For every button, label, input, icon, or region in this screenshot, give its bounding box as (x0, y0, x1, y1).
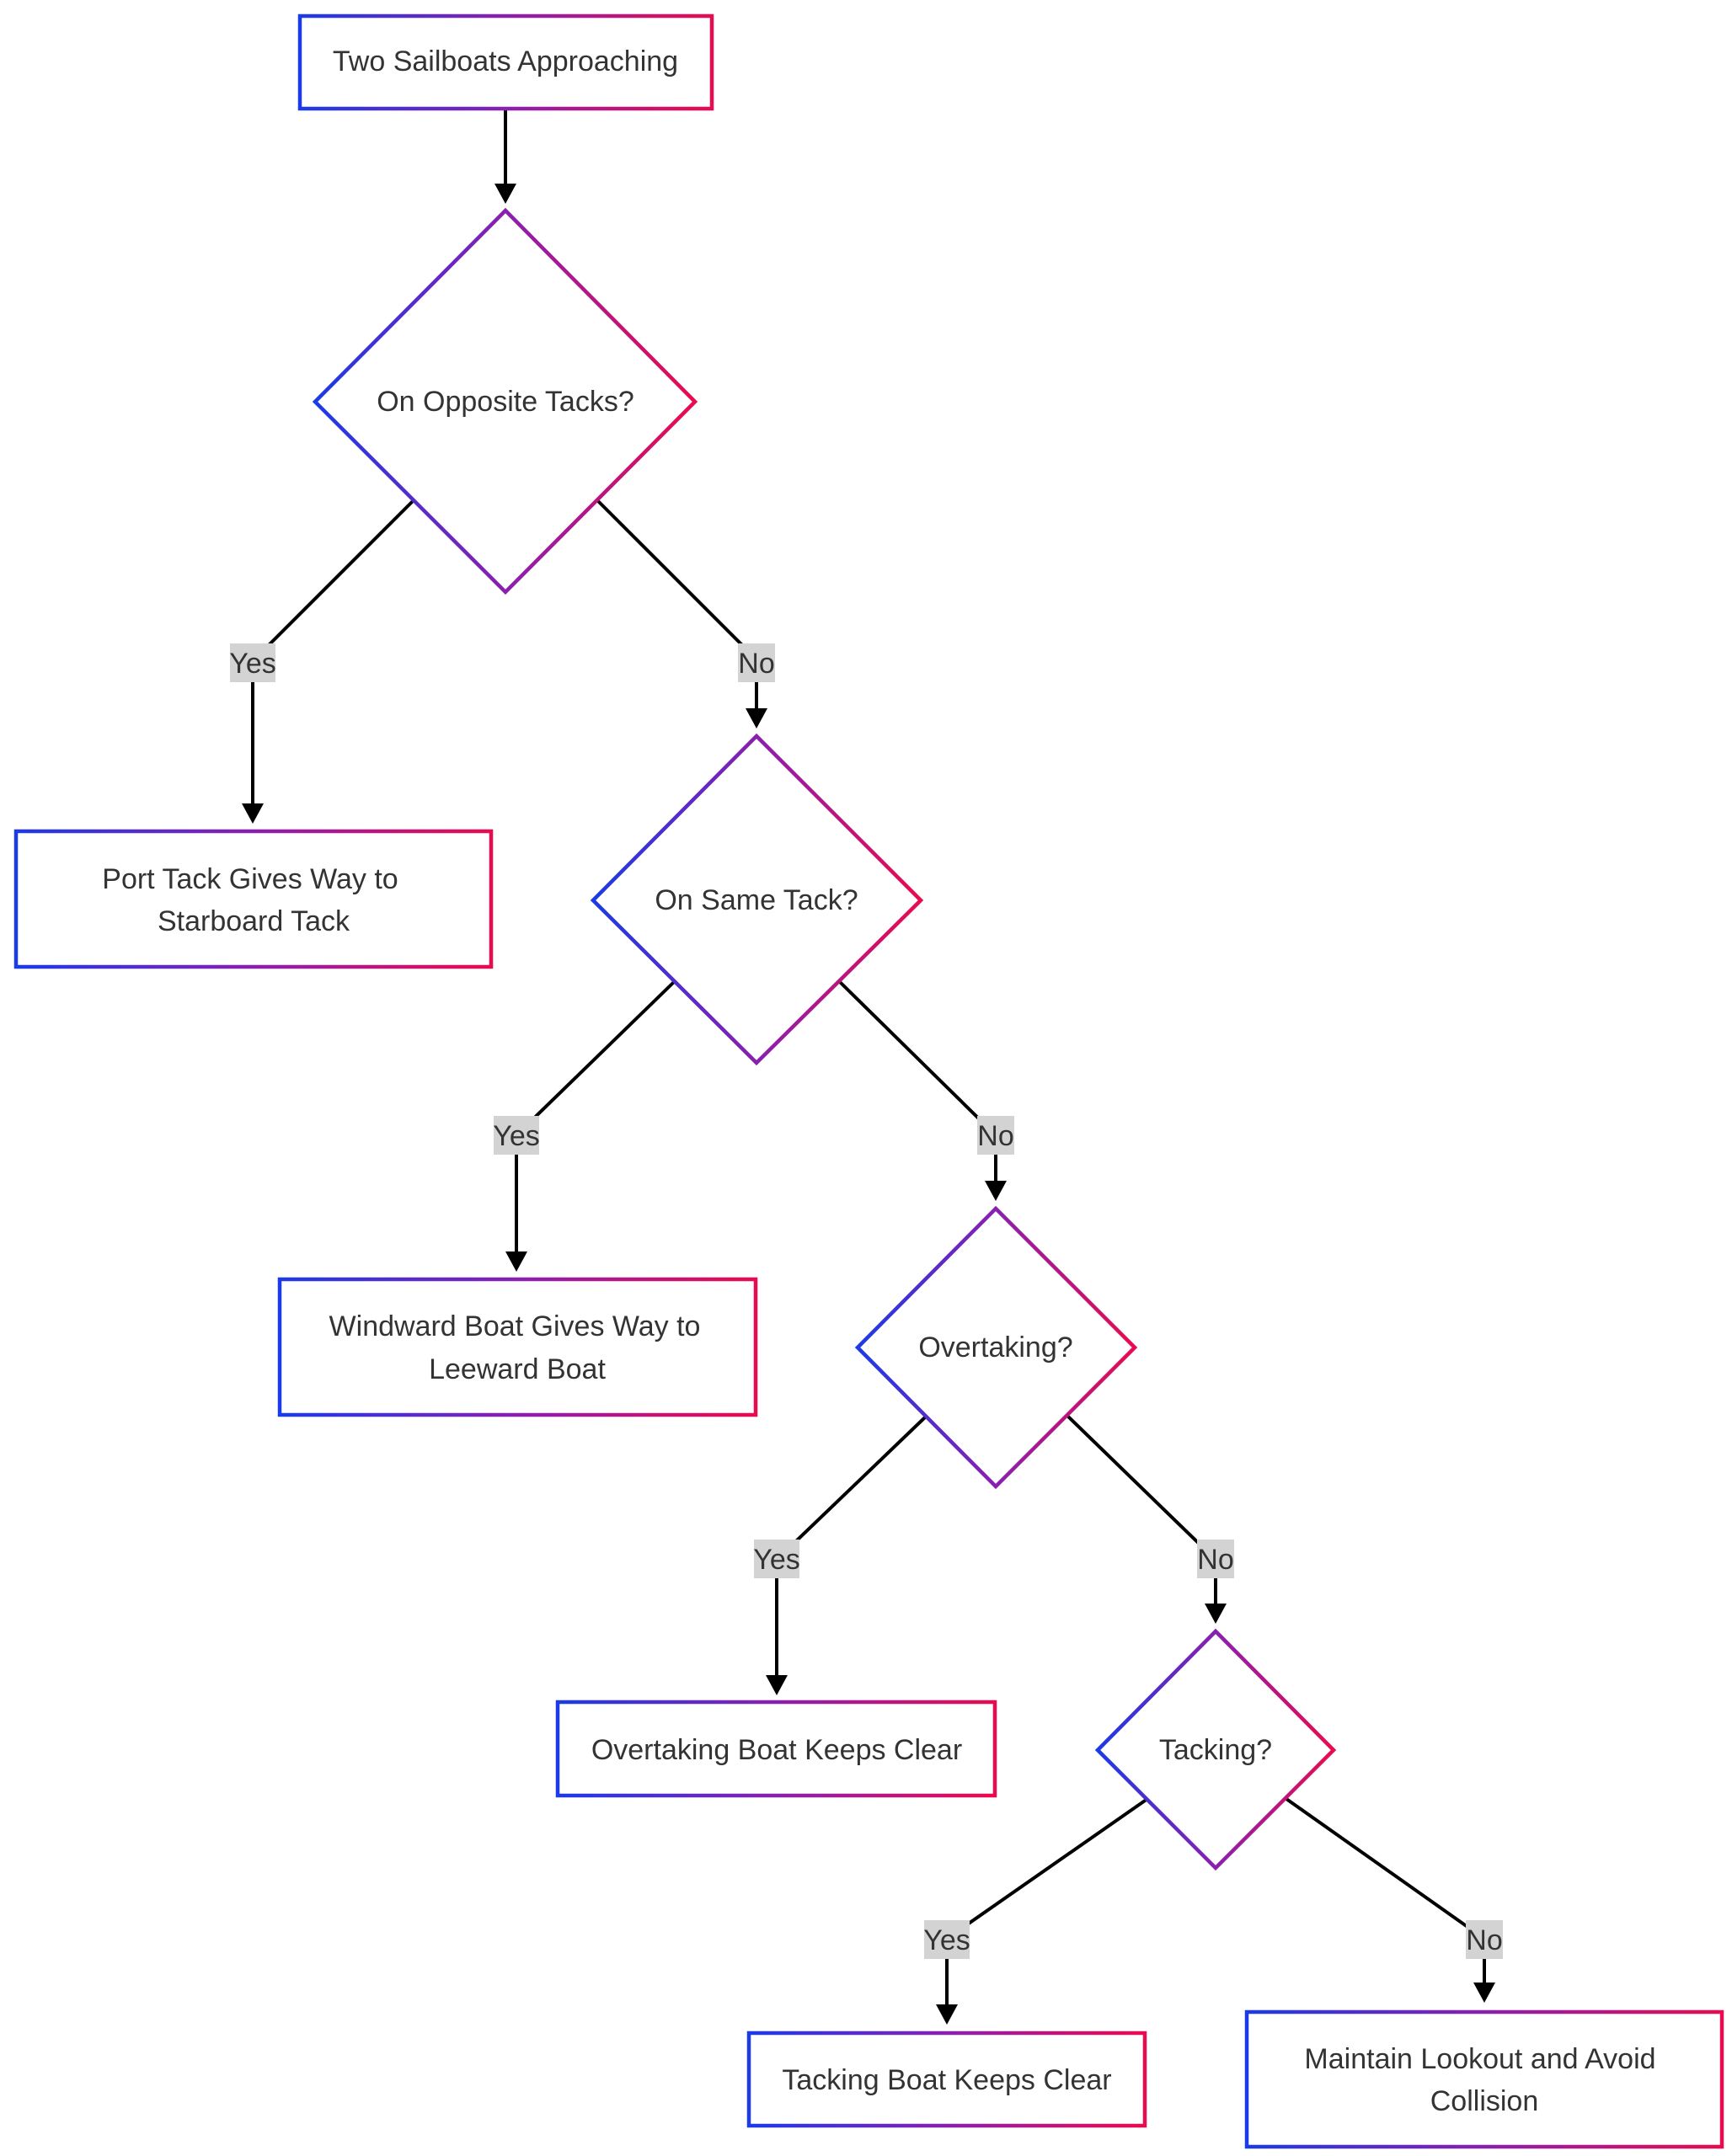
edge-label-opposite-yes: Yes (229, 648, 275, 680)
decision-label-overtaking: Overtaking? (918, 1331, 1072, 1364)
decision-on-opposite-tacks: On Opposite Tacks? (312, 207, 698, 595)
edge-label-same-yes: Yes (493, 1120, 539, 1152)
node-label-overtaking-result: Overtaking Boat Keeps Clear (591, 1734, 962, 1766)
decision-label-tacking: Tacking? (1159, 1734, 1272, 1766)
node-label-port-line2: Starboard Tack (158, 905, 350, 937)
node-label-port-line1: Port Tack Gives Way to (102, 863, 398, 895)
edge-label-bg-tacking-yes (924, 1920, 970, 1959)
node-tacking-boat-keeps-clear: Tacking Boat Keeps Clear (746, 2031, 1147, 2128)
edge-same-to-windward: Yes (493, 980, 676, 1272)
edge-tacking-to-result: Yes (923, 1797, 1149, 2025)
node-label-windward-line2: Leeward Boat (429, 1353, 606, 1385)
edge-label-bg-tacking-no (1466, 1920, 1503, 1959)
node-two-sailboats-approaching: Two Sailboats Approaching (297, 13, 714, 111)
node-label-lookout-line2: Collision (1430, 2085, 1539, 2117)
edge-label-tacking-yes: Yes (923, 1924, 970, 1956)
edge-opposite-to-port: Yes (229, 499, 414, 824)
edge-label-bg-same-yes (494, 1116, 539, 1155)
decision-label-same: On Same Tack? (655, 884, 858, 916)
node-windward-gives-way: Windward Boat Gives Way to Leeward Boat (277, 1277, 758, 1417)
edge-same-to-overtaking: No (838, 980, 1014, 1201)
edge-label-tacking-no: No (1466, 1924, 1502, 1956)
edge-label-opposite-no: No (738, 648, 774, 680)
decision-on-same-tack: On Same Tack? (590, 733, 924, 1066)
node-maintain-lookout: Maintain Lookout and Avoid Collision (1244, 2009, 1724, 2149)
edge-overtaking-to-result: Yes (753, 1415, 927, 1695)
node-overtaking-boat-keeps-clear: Overtaking Boat Keeps Clear (555, 1700, 997, 1798)
edge-label-bg-overtaking-yes (754, 1540, 799, 1578)
decision-tacking: Tacking? (1094, 1628, 1337, 1871)
edges-layer: Yes No Yes No Yes (229, 109, 1503, 2025)
edge-start-to-opposite (494, 109, 516, 204)
edge-label-bg-overtaking-no (1197, 1540, 1234, 1578)
node-port-tack-gives-way: Port Tack Gives Way to Starboard Tack (13, 829, 494, 969)
edge-label-same-no: No (977, 1120, 1013, 1152)
node-label-tacking-result: Tacking Boat Keeps Clear (782, 2064, 1111, 2096)
decision-label-opposite: On Opposite Tacks? (377, 386, 634, 418)
edge-opposite-to-same: No (596, 499, 775, 728)
edge-overtaking-to-tacking: No (1066, 1415, 1234, 1624)
edge-tacking-to-lookout: No (1285, 1797, 1503, 2003)
node-label-start: Two Sailboats Approaching (333, 45, 678, 77)
decision-overtaking: Overtaking? (854, 1205, 1138, 1490)
edge-label-bg-opposite-yes (230, 643, 275, 682)
edge-label-overtaking-yes: Yes (753, 1544, 799, 1576)
edge-label-bg-opposite-no (738, 643, 775, 682)
node-label-lookout-line1: Maintain Lookout and Avoid (1304, 2043, 1655, 2075)
edge-label-overtaking-no: No (1197, 1544, 1233, 1576)
node-label-windward-line1: Windward Boat Gives Way to (329, 1310, 701, 1342)
edge-label-bg-same-no (977, 1116, 1014, 1155)
nodes-layer: Two Sailboats Approaching On Opposite Ta… (13, 13, 1724, 2149)
